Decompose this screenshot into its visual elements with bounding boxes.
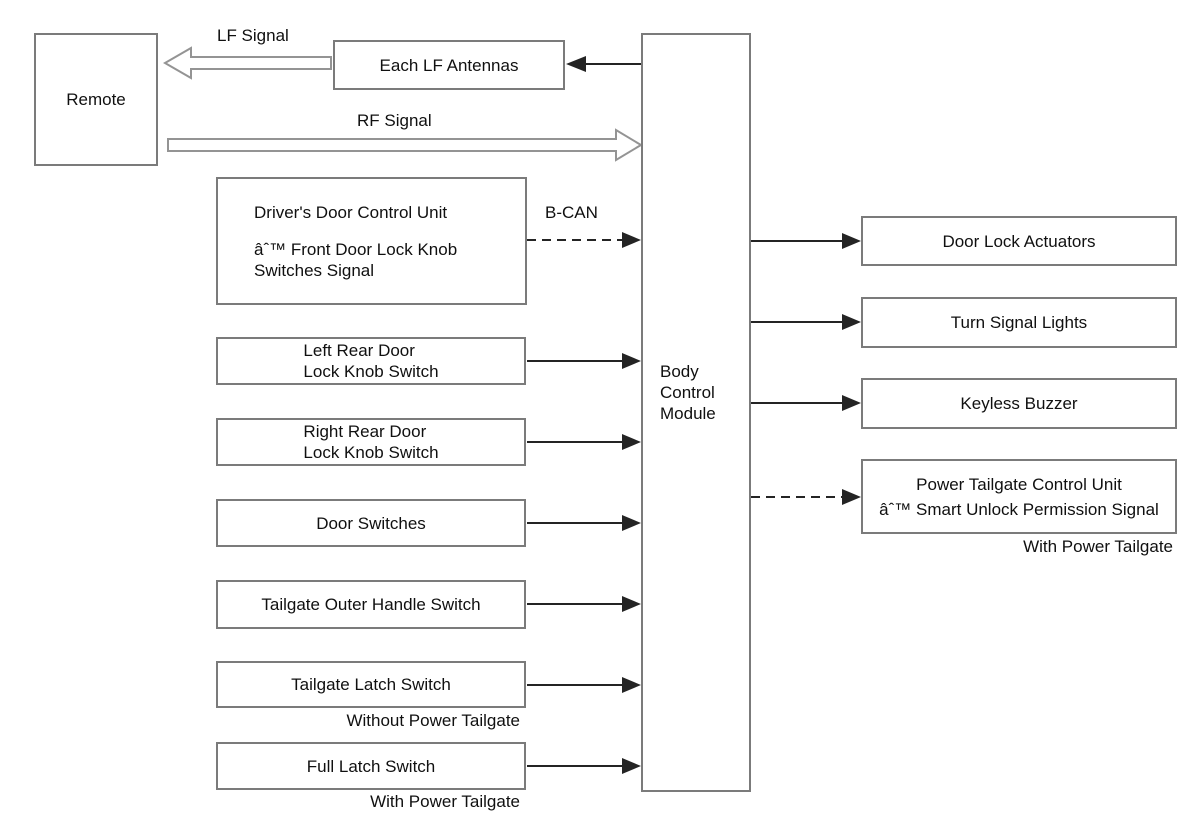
door-lock-actuators-arrow xyxy=(751,233,861,249)
left-rear-door-arrow xyxy=(527,353,641,369)
turn-signal-lights-arrow xyxy=(751,314,861,330)
full-latch-caption: With Power Tailgate xyxy=(370,792,520,811)
keyless-buzzer-label: Keyless Buzzer xyxy=(960,394,1078,413)
full-latch-label: Full Latch Switch xyxy=(306,756,436,776)
node-door-switches: Door Switches xyxy=(216,499,526,547)
bcm-to-antennas-arrow xyxy=(566,56,641,72)
keyless-buzzer-arrow xyxy=(751,395,861,411)
tailgate-latch-label: Tailgate Latch Switch xyxy=(291,675,451,694)
full-latch-arrow xyxy=(527,758,641,774)
node-left-rear-door-lock-knob-switch: Left Rear Door Lock Knob Switch xyxy=(216,337,526,385)
node-keyless-buzzer: Keyless Buzzer xyxy=(861,378,1177,429)
right-rear-door-line1: Right Rear Door xyxy=(303,422,427,441)
power-tailgate-title: Power Tailgate Control Unit xyxy=(916,474,1122,494)
rf-signal-arrow xyxy=(167,128,643,162)
rf-signal-label: RF Signal xyxy=(357,111,432,130)
node-turn-signal-lights: Turn Signal Lights xyxy=(861,297,1177,348)
node-tailgate-outer-handle-switch: Tailgate Outer Handle Switch xyxy=(216,580,526,629)
bcm-line1: Body xyxy=(660,362,699,381)
b-can-arrow xyxy=(527,232,641,248)
left-rear-door-line1: Left Rear Door xyxy=(303,341,415,360)
each-lf-antennas-label: Each LF Antennas xyxy=(379,55,519,75)
door-switches-arrow xyxy=(527,515,641,531)
node-tailgate-latch-switch: Tailgate Latch Switch xyxy=(216,661,526,708)
turn-signal-lights-label: Turn Signal Lights xyxy=(950,313,1088,332)
power-tailgate-arrow xyxy=(751,489,861,505)
power-tailgate-caption: With Power Tailgate xyxy=(1023,537,1173,556)
power-tailgate-signal-note: âˆ™ Smart Unlock Permission Signal xyxy=(879,499,1159,519)
tailgate-outer-label: Tailgate Outer Handle Switch xyxy=(261,595,481,614)
tailgate-latch-arrow xyxy=(527,677,641,693)
right-rear-door-line2: Lock Knob Switch xyxy=(303,443,439,462)
remote-label: Remote xyxy=(66,90,126,109)
lf-signal-label: LF Signal xyxy=(217,26,289,45)
node-power-tailgate-control-unit: Power Tailgate Control Unit âˆ™ Smart Un… xyxy=(861,459,1177,534)
tailgate-latch-caption: Without Power Tailgate xyxy=(346,711,520,730)
right-rear-door-arrow xyxy=(527,434,641,450)
node-remote: Remote xyxy=(34,33,158,166)
left-rear-door-line2: Lock Knob Switch xyxy=(303,362,439,381)
door-switches-label: Door Switches xyxy=(316,513,426,533)
node-door-lock-actuators: Door Lock Actuators xyxy=(861,216,1177,266)
bcm-line2: Control xyxy=(660,383,715,402)
drivers-door-signal-note: âˆ™ Front Door Lock Knob Switches Signal xyxy=(254,239,458,280)
drivers-door-title: Driver's Door Control Unit xyxy=(254,202,448,222)
node-drivers-door-control-unit: Driver's Door Control Unit âˆ™ Front Doo… xyxy=(216,177,527,305)
b-can-label: B-CAN xyxy=(545,203,598,222)
node-full-latch-switch: Full Latch Switch xyxy=(216,742,526,790)
tailgate-outer-handle-arrow xyxy=(527,596,641,612)
node-right-rear-door-lock-knob-switch: Right Rear Door Lock Knob Switch xyxy=(216,418,526,466)
door-lock-actuators-label: Door Lock Actuators xyxy=(942,231,1096,251)
node-body-control-module: Body Control Module xyxy=(641,33,751,792)
lf-signal-arrow xyxy=(162,46,332,80)
node-each-lf-antennas: Each LF Antennas xyxy=(333,40,565,90)
bcm-line3: Module xyxy=(660,404,716,423)
